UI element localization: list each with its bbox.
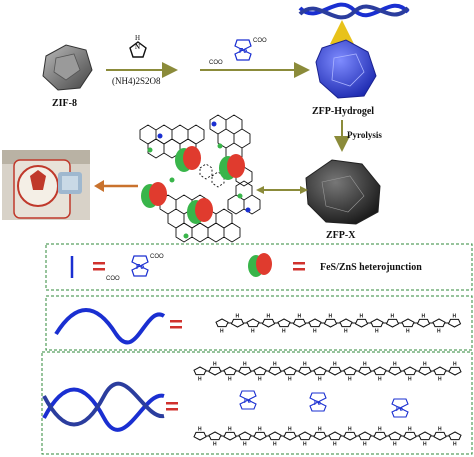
svg-text:H: H (378, 426, 382, 432)
pyrolysis-label: Pyrolysis (347, 130, 382, 140)
svg-text:H: H (393, 442, 397, 448)
svg-text:H: H (273, 442, 277, 448)
coo-label-top: COO (253, 38, 267, 44)
svg-text:H: H (243, 442, 247, 448)
svg-text:H: H (236, 313, 240, 319)
double-strand-wave-b (42, 381, 165, 427)
coo-label-bottom: COO (209, 60, 223, 66)
svg-text:H: H (453, 361, 457, 367)
svg-text:Fe: Fe (314, 401, 322, 407)
fe-label: Fe (239, 48, 247, 55)
svg-text:H: H (228, 426, 232, 432)
svg-text:H: H (288, 426, 292, 432)
zif8-crystal (42, 44, 93, 91)
svg-text:H: H (258, 426, 262, 432)
svg-text:H: H (213, 361, 217, 367)
svg-text:H: H (303, 361, 307, 367)
svg-text:H: H (303, 442, 307, 448)
double-helix-top-icon (298, 2, 410, 20)
svg-text:H: H (318, 377, 322, 383)
ferrocene-icon: Fe (391, 398, 409, 418)
helix-ferrocenes: Fe Fe Fe (239, 390, 409, 418)
pyrrole-chain-row: H H H H H H H H H H H H H H H H H H (193, 361, 462, 383)
svg-text:H: H (220, 329, 224, 335)
heterojunction-spheres-network (141, 146, 245, 224)
svg-text:H: H (453, 313, 457, 319)
svg-text:H: H (298, 313, 302, 319)
pyrrole-chain-row: H H H H H H H H H H H H H H H H (215, 313, 462, 335)
svg-text:H: H (422, 313, 426, 319)
network-heteroatoms (147, 121, 251, 239)
svg-text:H: H (198, 426, 202, 432)
svg-text:Fe: Fe (244, 399, 252, 405)
svg-text:H: H (437, 329, 441, 335)
polypyrrole-helix-box (41, 351, 473, 455)
svg-text:H: H (333, 442, 337, 448)
single-strand-wave (54, 308, 166, 345)
svg-text:H: H (438, 426, 442, 432)
svg-text:H: H (423, 361, 427, 367)
hydrogel-label: ZFP-Hydrogel (312, 106, 374, 117)
legend-fe-label: Fe (136, 264, 144, 271)
pyrrole-n-label: N (135, 43, 140, 51)
svg-text:H: H (251, 329, 255, 335)
svg-text:H: H (406, 329, 410, 335)
svg-text:H: H (267, 313, 271, 319)
svg-text:H: H (348, 377, 352, 383)
svg-text:H: H (344, 329, 348, 335)
svg-text:H: H (453, 442, 457, 448)
arrow-head-photo (94, 180, 104, 192)
double-arrow-network-zfpx (256, 186, 308, 194)
svg-text:H: H (408, 377, 412, 383)
svg-text:H: H (329, 313, 333, 319)
svg-text:H: H (243, 361, 247, 367)
svg-text:H: H (363, 442, 367, 448)
svg-text:H: H (198, 377, 202, 383)
pyrrole-monomer-icon: H N (129, 34, 147, 58)
ferrocene-icon: Fe (309, 392, 327, 412)
carbon-network (139, 114, 261, 243)
svg-text:H: H (228, 377, 232, 383)
svg-text:H: H (273, 361, 277, 367)
svg-text:H: H (333, 361, 337, 367)
svg-text:H: H (378, 377, 382, 383)
zfp-x-crystal (305, 159, 381, 225)
zfpx-label: ZFP-X (326, 230, 356, 241)
svg-text:Fe: Fe (396, 407, 404, 413)
svg-text:H: H (408, 426, 412, 432)
legend-box: Fe COO COO FeS/ZnS heterojunction (45, 243, 473, 291)
legend-coo-top: COO (150, 254, 164, 260)
polypyrrole-chain-box (45, 295, 473, 351)
svg-text:H: H (423, 442, 427, 448)
svg-text:H: H (213, 442, 217, 448)
svg-text:H: H (258, 377, 262, 383)
svg-text:H: H (438, 377, 442, 383)
reagent-label: (NH4)2S2O8 (112, 76, 161, 86)
zif8-label: ZIF-8 (52, 98, 77, 109)
svg-text:H: H (288, 377, 292, 383)
zfp-hydrogel-crystal (315, 39, 377, 99)
svg-text:H: H (318, 426, 322, 432)
ferrocene-dicarboxylate-icon: Fe COO COO (209, 38, 267, 66)
svg-text:H: H (393, 361, 397, 367)
polypyrrole-chains: HHHHHHHHHHHHHHHHHHHHHHHHHHHHHHHHHHHHHHHH… (193, 313, 462, 448)
legend-red-sphere (256, 253, 272, 275)
device-photo (2, 150, 90, 220)
svg-text:H: H (348, 426, 352, 432)
legend-ferrocene-icon: Fe COO COO (106, 254, 164, 282)
svg-text:H: H (375, 329, 379, 335)
legend-heterojunction-label: FeS/ZnS heterojunction (320, 262, 422, 273)
svg-text:H: H (360, 313, 364, 319)
svg-text:H: H (313, 329, 317, 335)
legend-coo-bottom: COO (106, 276, 120, 282)
pyrrole-h-label: H (135, 34, 140, 42)
ferrocene-icon: Fe (239, 390, 257, 410)
svg-text:H: H (363, 361, 367, 367)
svg-text:H: H (391, 313, 395, 319)
pyrrole-chain-row: H H H H H H H H H H H H H H H H H H (193, 426, 462, 448)
svg-text:H: H (282, 329, 286, 335)
